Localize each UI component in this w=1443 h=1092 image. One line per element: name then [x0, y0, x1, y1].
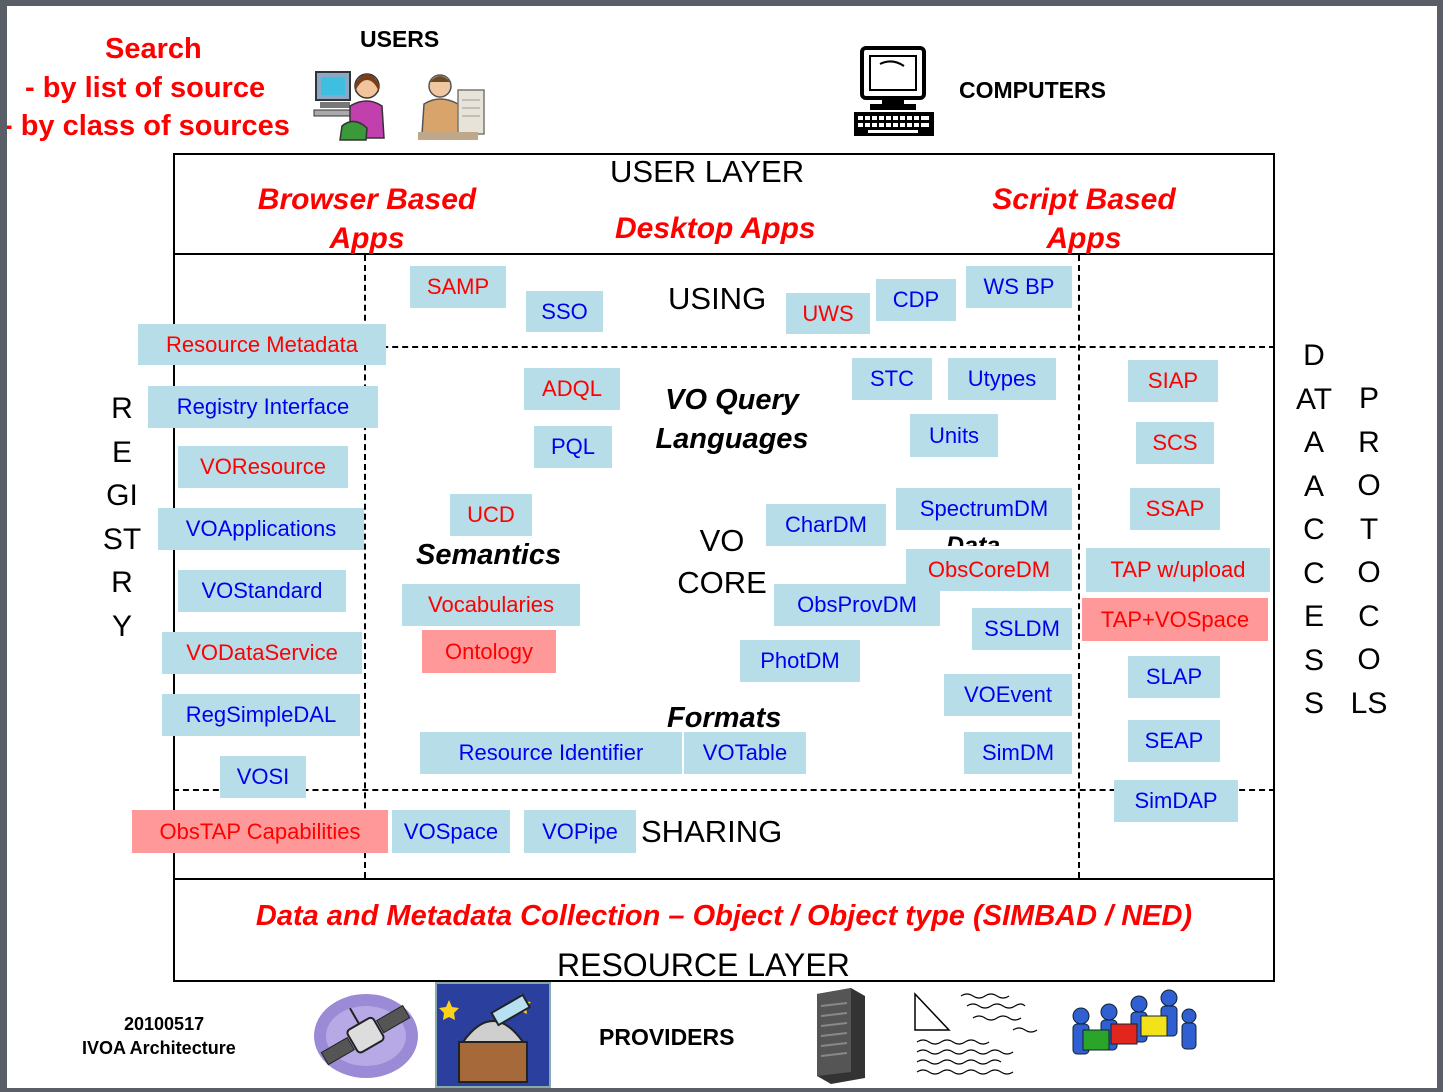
- user-at-computer-icon: [313, 71, 385, 141]
- box-sso: SSO: [526, 291, 603, 332]
- diagram-page: Search - by list of source - by class of…: [7, 6, 1437, 1088]
- box-adql: ADQL: [524, 368, 620, 410]
- box-resource-identifier: Resource Identifier: [420, 732, 682, 774]
- registry-vertical-label: REGISTRY: [102, 392, 142, 643]
- box-spectrumdm: SpectrumDM: [896, 488, 1072, 530]
- box-simdap: SimDAP: [1114, 780, 1238, 822]
- box-vopipe: VOPipe: [524, 810, 636, 853]
- users-label: USERS: [360, 26, 440, 52]
- registry-column-divider: [364, 255, 366, 878]
- box-obsprovdm: ObsProvDM: [774, 584, 940, 626]
- box-ssap: SSAP: [1130, 488, 1220, 530]
- box-tap-vospace: TAP+VOSpace: [1082, 598, 1268, 641]
- computer-icon: [854, 46, 934, 136]
- search-title: Search: [105, 33, 202, 65]
- box-scs: SCS: [1136, 422, 1214, 464]
- box-ssldm: SSLDM: [972, 608, 1072, 650]
- box-siap: SIAP: [1128, 360, 1218, 402]
- main-frame: [173, 153, 1275, 982]
- box-votable: VOTable: [684, 732, 806, 774]
- data-collection-label: Data and Metadata Collection – Object / …: [255, 900, 1193, 932]
- semantics-label: Semantics: [416, 539, 562, 571]
- box-obstap-capabilities: ObsTAP Capabilities: [132, 810, 388, 853]
- protocol-column-divider: [1078, 255, 1080, 878]
- query-languages-label: VO Query Languages: [655, 384, 809, 455]
- user-layer-divider: [173, 253, 1275, 255]
- resource-layer-title: RESOURCE LAYER: [557, 947, 850, 983]
- browser-apps-label: Browser Based Apps: [257, 183, 477, 255]
- team-puzzle-icon: [1072, 989, 1197, 1055]
- box-voresource: VOResource: [178, 446, 348, 488]
- data-access-vertical-label: DATAACCESS: [1295, 339, 1333, 720]
- box-vosi: VOSI: [220, 756, 306, 798]
- box-simdm: SimDM: [964, 732, 1072, 774]
- box-tap-upload: TAP w/upload: [1086, 548, 1270, 592]
- sharing-label: SHARING: [641, 814, 783, 849]
- box-ucd: UCD: [450, 494, 532, 536]
- providers-label: PROVIDERS: [599, 1024, 735, 1050]
- formats-label: Formats: [667, 702, 782, 734]
- box-photdm: PhotDM: [740, 640, 860, 682]
- box-resource-metadata: Resource Metadata: [138, 324, 386, 365]
- desktop-apps-label: Desktop Apps: [615, 212, 816, 245]
- user-layer-title: USER LAYER: [610, 154, 805, 189]
- script-apps-label: Script Based Apps: [992, 183, 1176, 255]
- box-vostandard: VOStandard: [178, 570, 346, 612]
- box-chardm: CharDM: [766, 504, 886, 546]
- computers-label: COMPUTERS: [959, 77, 1106, 103]
- box-ontology: Ontology: [422, 630, 556, 673]
- satellite-icon: [314, 994, 418, 1078]
- search-line-1: - by list of source: [25, 72, 266, 104]
- box-cdp: CDP: [876, 279, 956, 321]
- box-seap: SEAP: [1128, 720, 1220, 762]
- box-vocabularies: Vocabularies: [402, 584, 580, 626]
- box-ws-bp: WS BP: [966, 266, 1072, 308]
- date-caption: 20100517: [124, 1014, 205, 1034]
- box-stc: STC: [852, 358, 932, 400]
- box-voevent: VOEvent: [944, 674, 1072, 716]
- math-notes-icon: [909, 990, 1059, 1082]
- box-vospace: VOSpace: [392, 810, 510, 853]
- reader-person-icon: [418, 74, 485, 140]
- vo-core-label: VO CORE: [677, 523, 767, 600]
- using-core-divider: [173, 346, 1275, 348]
- protocols-vertical-label: PROTOCOLS: [1350, 382, 1388, 720]
- box-registry-interface: Registry Interface: [148, 386, 378, 428]
- box-uws: UWS: [786, 293, 870, 334]
- server-icon: [817, 988, 865, 1084]
- box-vodataservice: VODataService: [162, 632, 362, 674]
- resource-layer-divider: [173, 878, 1275, 880]
- box-units: Units: [910, 414, 998, 457]
- box-regsimpledal: RegSimpleDAL: [162, 694, 360, 736]
- box-pql: PQL: [534, 426, 612, 468]
- box-slap: SLAP: [1128, 656, 1220, 698]
- box-utypes: Utypes: [948, 358, 1056, 400]
- using-label: USING: [668, 281, 767, 316]
- observatory-icon: [435, 982, 551, 1088]
- search-line-2: - by class of sources: [7, 110, 290, 142]
- box-samp: SAMP: [410, 266, 506, 308]
- data-models-label: Data: [946, 532, 1001, 546]
- box-voapplications: VOApplications: [158, 508, 364, 550]
- core-sharing-divider: [173, 789, 1275, 791]
- architecture-caption: IVOA Architecture: [82, 1038, 236, 1058]
